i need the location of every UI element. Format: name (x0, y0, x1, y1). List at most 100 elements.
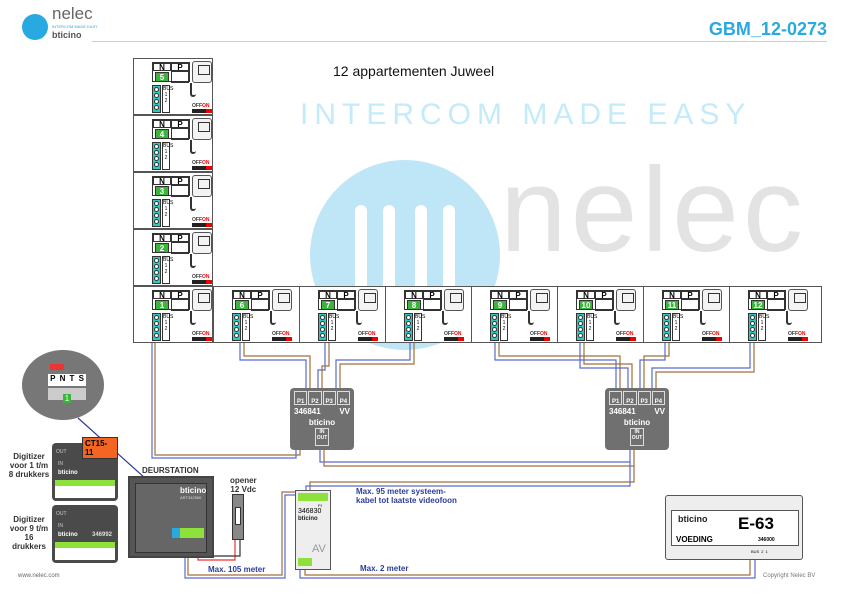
switch-off-label: OFF (702, 331, 712, 337)
max-2-note: Max. 2 meter (360, 564, 409, 573)
p-label: P (171, 120, 189, 129)
header-divider (92, 41, 827, 42)
port-p2: P2 (623, 391, 637, 405)
on-off-switch[interactable]: OFFON (192, 331, 212, 341)
on-off-switch[interactable]: OFFON (530, 331, 550, 341)
terminal-1: 1 (502, 320, 506, 326)
videophone-icon (192, 232, 212, 254)
on-off-switch[interactable]: OFFON (192, 160, 212, 170)
apartment-number: 7 (321, 300, 335, 310)
on-off-switch[interactable]: OFFON (272, 331, 292, 341)
bticino-logo: bticino (180, 486, 207, 495)
handset-cord-icon (190, 311, 196, 325)
in-label: IN (58, 461, 63, 467)
p-label: P (595, 291, 613, 300)
in-label: IN (58, 523, 63, 529)
p-label: P (171, 177, 189, 186)
n-label: N (405, 291, 423, 300)
on-off-switch[interactable]: OFFON (788, 331, 808, 341)
terminal-1: 1 (760, 320, 764, 326)
switch-off-label: OFF (788, 331, 798, 337)
p-label: P (251, 291, 269, 300)
terminal-strip (152, 199, 161, 227)
p-label: P (171, 63, 189, 72)
on-off-switch[interactable]: OFFON (702, 331, 722, 341)
max-95-note: Max. 95 meter systeem-kabel tot laatste … (356, 487, 457, 505)
brand-name: nelec (52, 4, 93, 23)
terminal-1: 1 (164, 92, 168, 98)
on-off-switch[interactable]: OFFON (616, 331, 636, 341)
apartment-number: 9 (493, 300, 507, 310)
apartment-number: 3 (155, 186, 169, 196)
terminal-1: 1 (765, 549, 768, 554)
switch-on-label: ON (540, 331, 548, 337)
vv-label: VV (339, 407, 350, 416)
on-off-switch[interactable]: OFFON (192, 274, 212, 284)
switch-off-label: OFF (192, 331, 202, 337)
switch-off-label: OFF (192, 103, 202, 109)
footer-website[interactable]: www.nelec.com (18, 573, 60, 579)
opener-voltage: 12 (230, 485, 240, 494)
on-off-switch[interactable]: OFFON (192, 217, 212, 227)
max-105-note: Max. 105 meter (208, 565, 266, 574)
terminal-strip (152, 142, 161, 170)
digitizer-1: CT15-11 OUT IN bticino (52, 437, 118, 501)
power-label: VOEDING (676, 535, 713, 544)
bticino-logo: bticino (298, 516, 318, 522)
terminal-2: 2 (330, 326, 334, 332)
note-line-2: kabel tot laatste videofoon (356, 496, 457, 505)
terminal-1: 1 (416, 320, 420, 326)
handset-cord-icon (528, 311, 534, 325)
handset-cord-icon (190, 140, 196, 154)
terminal-2: 2 (502, 326, 506, 332)
switch-off-label: OFF (530, 331, 540, 337)
handset-cord-icon (700, 311, 706, 325)
switch-off-label: OFF (272, 331, 282, 337)
handset-cord-icon (190, 83, 196, 97)
terminal-bus: BUS (501, 314, 512, 320)
watermark-tagline: INTERCOM MADE EASY (300, 98, 752, 131)
on-off-switch[interactable]: OFFON (358, 331, 378, 341)
switch-on-label: ON (202, 103, 210, 109)
terminal-block (55, 542, 115, 560)
terminal-bus: BUS (673, 314, 684, 320)
av-module: PI 346830 bticino AV (295, 490, 331, 570)
on-off-switch[interactable]: OFFON (444, 331, 464, 341)
diagram-title: 12 appartementen Juweel (333, 63, 495, 79)
n-label: N (233, 291, 251, 300)
terminal-bus: BUS (759, 314, 770, 320)
n-label: N (319, 291, 337, 300)
on-off-switch[interactable]: OFFON (192, 103, 212, 113)
terminal-bus: BUS (587, 314, 598, 320)
n-label: N (663, 291, 681, 300)
detail-label-s: S (78, 374, 84, 383)
terminal-2: 2 (244, 326, 248, 332)
terminal-bus: BUS (163, 143, 174, 149)
opener-unit: Vdc (241, 485, 257, 494)
terminal-strip (662, 313, 671, 341)
switch-off-label: OFF (444, 331, 454, 337)
terminal-1: 1 (164, 206, 168, 212)
terminal-2: 2 (164, 155, 168, 161)
detail-number-panel: 1 (48, 388, 86, 403)
terminal-2: 2 (164, 269, 168, 275)
detail-label-n: N (59, 374, 66, 383)
terminal-strip (490, 313, 499, 341)
n-label: N (153, 291, 171, 300)
